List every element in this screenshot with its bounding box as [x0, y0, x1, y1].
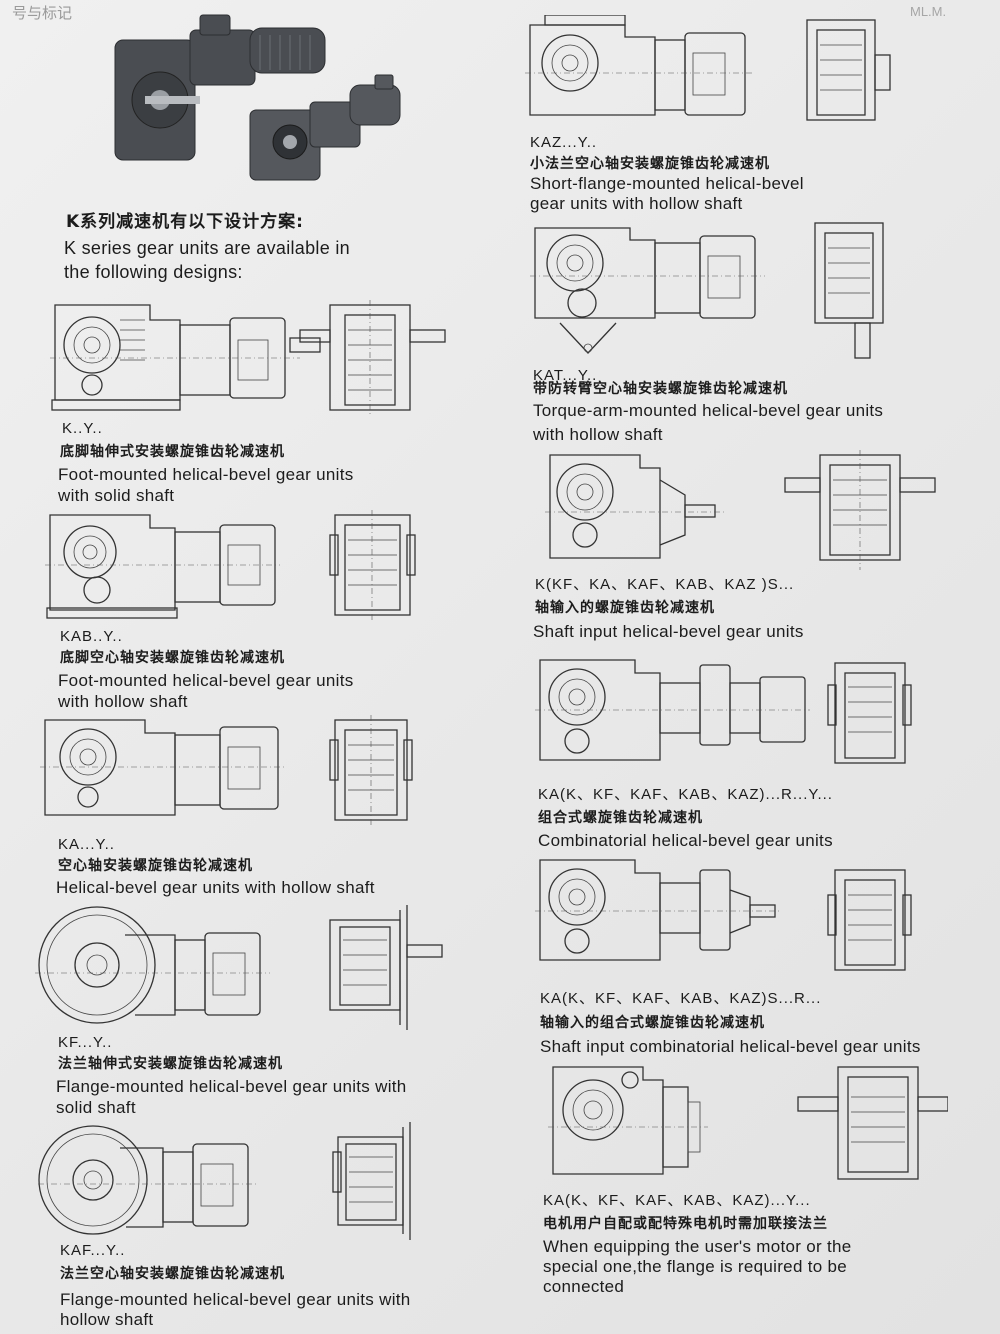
intro-en-line2: the following designs:	[64, 262, 243, 282]
drawing-ksr	[535, 859, 912, 971]
drawing-kaf	[38, 1122, 411, 1240]
design-en-line1: Shaft input combinatorial helical-bevel …	[540, 1037, 921, 1056]
design-zh: 轴输入的组合式螺旋锥齿轮减速机	[540, 1015, 765, 1031]
design-zh: 法兰空心轴安装螺旋锥齿轮减速机	[60, 1266, 285, 1282]
design-en-line2: with hollow shaft	[533, 425, 663, 444]
drawing-flange	[548, 1066, 948, 1180]
product-photo	[114, 14, 401, 181]
drawing-ks	[545, 450, 936, 570]
design-zh: 法兰轴伸式安装螺旋锥齿轮减速机	[58, 1056, 283, 1072]
intro-en-line1: K series gear units are available in	[64, 238, 350, 258]
design-en-line1: When equipping the user's motor or the	[543, 1237, 852, 1256]
design-en-line1: Short-flange-mounted helical-bevel	[530, 174, 804, 193]
design-en-line2: special one,the flange is required to be	[543, 1257, 848, 1276]
drawing-kar	[535, 659, 912, 764]
design-zh: 小法兰空心轴安装螺旋锥齿轮减速机	[530, 156, 770, 172]
drawing-kaz	[525, 15, 891, 121]
drawing-kf	[35, 905, 443, 1030]
design-en-line2: hollow shaft	[60, 1310, 154, 1329]
design-code: KA...Y..	[58, 836, 115, 853]
design-code: KAT...Y..	[533, 367, 598, 384]
design-en-line1: Flange-mounted helical-bevel gear units …	[56, 1077, 407, 1096]
design-en-line1: Foot-mounted helical-bevel gear units	[58, 465, 354, 484]
design-code: KA(K、KF、KAF、KAB、KAZ)...Y...	[543, 1192, 811, 1209]
design-zh: 空心轴安装螺旋锥齿轮减速机	[58, 858, 253, 874]
design-en-line1: Torque-arm-mounted helical-bevel gear un…	[533, 401, 884, 420]
drawing-kat	[530, 222, 884, 359]
intro-zh: K系列减速机有以下设计方案:	[66, 212, 304, 232]
design-en-line1: Flange-mounted helical-bevel gear units …	[60, 1290, 411, 1309]
design-code: KF...Y..	[58, 1034, 113, 1051]
design-en-line1: Foot-mounted helical-bevel gear units	[58, 671, 354, 690]
design-en-line3: connected	[543, 1277, 625, 1296]
design-code: KA(K、KF、KAF、KAB、KAZ)...R...Y...	[538, 786, 833, 803]
header-corner-mark: ML.M.	[910, 4, 947, 19]
design-zh: 底脚轴伸式安装螺旋锥齿轮减速机	[60, 444, 285, 460]
design-code: KAB..Y..	[60, 628, 123, 645]
design-en-line2: with hollow shaft	[58, 692, 188, 711]
design-code: KA(K、KF、KAF、KAB、KAZ)S...R...	[540, 990, 822, 1007]
design-zh: 底脚空心轴安装螺旋锥齿轮减速机	[60, 650, 285, 666]
design-en-line1: Shaft input helical-bevel gear units	[533, 622, 804, 641]
design-en-line2: solid shaft	[56, 1098, 136, 1117]
design-en-line2: gear units with hollow shaft	[530, 194, 743, 213]
design-code: KAZ...Y..	[530, 134, 598, 151]
design-en-line2: with solid shaft	[58, 486, 175, 505]
design-zh: 轴输入的螺旋锥齿轮减速机	[535, 600, 715, 616]
drawing-kab	[45, 510, 416, 622]
design-zh: 带防转臂空心轴安装螺旋锥齿轮减速机	[533, 381, 788, 397]
design-en-line1: Combinatorial helical-bevel gear units	[538, 831, 833, 850]
design-code: K(KF、KA、KAF、KAB、KAZ )S...	[535, 576, 795, 593]
drawing-k	[50, 300, 446, 415]
design-en-line1: Helical-bevel gear units with hollow sha…	[56, 878, 375, 897]
header-fragment: 号与标记	[12, 5, 73, 22]
design-code: KAF...Y..	[60, 1242, 126, 1259]
design-zh: 电机用户自配或配特殊电机时需加联接法兰	[543, 1216, 828, 1232]
design-code: K..Y..	[62, 420, 103, 437]
design-zh: 组合式螺旋锥齿轮减速机	[538, 810, 703, 826]
drawing-ka	[40, 715, 413, 827]
